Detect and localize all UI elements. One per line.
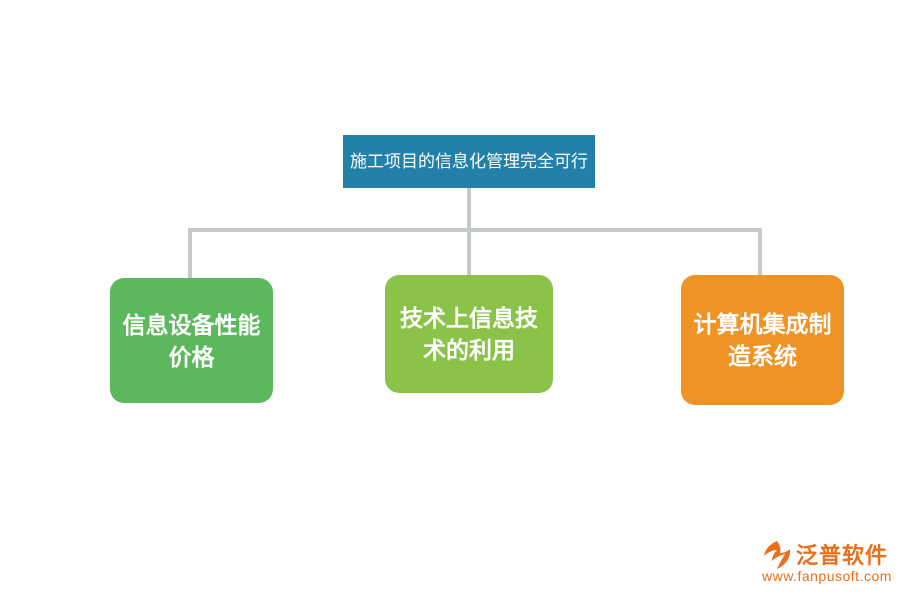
brand-name: 泛普软件: [796, 543, 889, 568]
connector-root-vertical: [467, 188, 471, 232]
connector-branch-left: [188, 228, 192, 280]
child-node-2[interactable]: 技术上信息技术的利用: [385, 275, 553, 393]
watermark-logo: 泛普软件 www.fanpusoft.com: [762, 538, 892, 590]
child-node-3-label: 计算机集成制造系统: [693, 311, 832, 369]
connector-branch-right: [758, 228, 762, 280]
root-node[interactable]: 施工项目的信息化管理完全可行: [343, 135, 595, 188]
child-node-2-label: 技术上信息技术的利用: [400, 305, 538, 363]
child-node-3[interactable]: 计算机集成制造系统: [681, 275, 844, 405]
root-node-label: 施工项目的信息化管理完全可行: [350, 152, 588, 171]
brand-mark-icon: [762, 540, 792, 570]
brand-url: www.fanpusoft.com: [762, 568, 892, 584]
child-node-1[interactable]: 信息设备性能价格: [110, 278, 273, 403]
connector-horizontal-bus: [188, 228, 762, 232]
child-node-1-label: 信息设备性能价格: [122, 311, 261, 370]
connector-branch-middle: [467, 228, 471, 280]
